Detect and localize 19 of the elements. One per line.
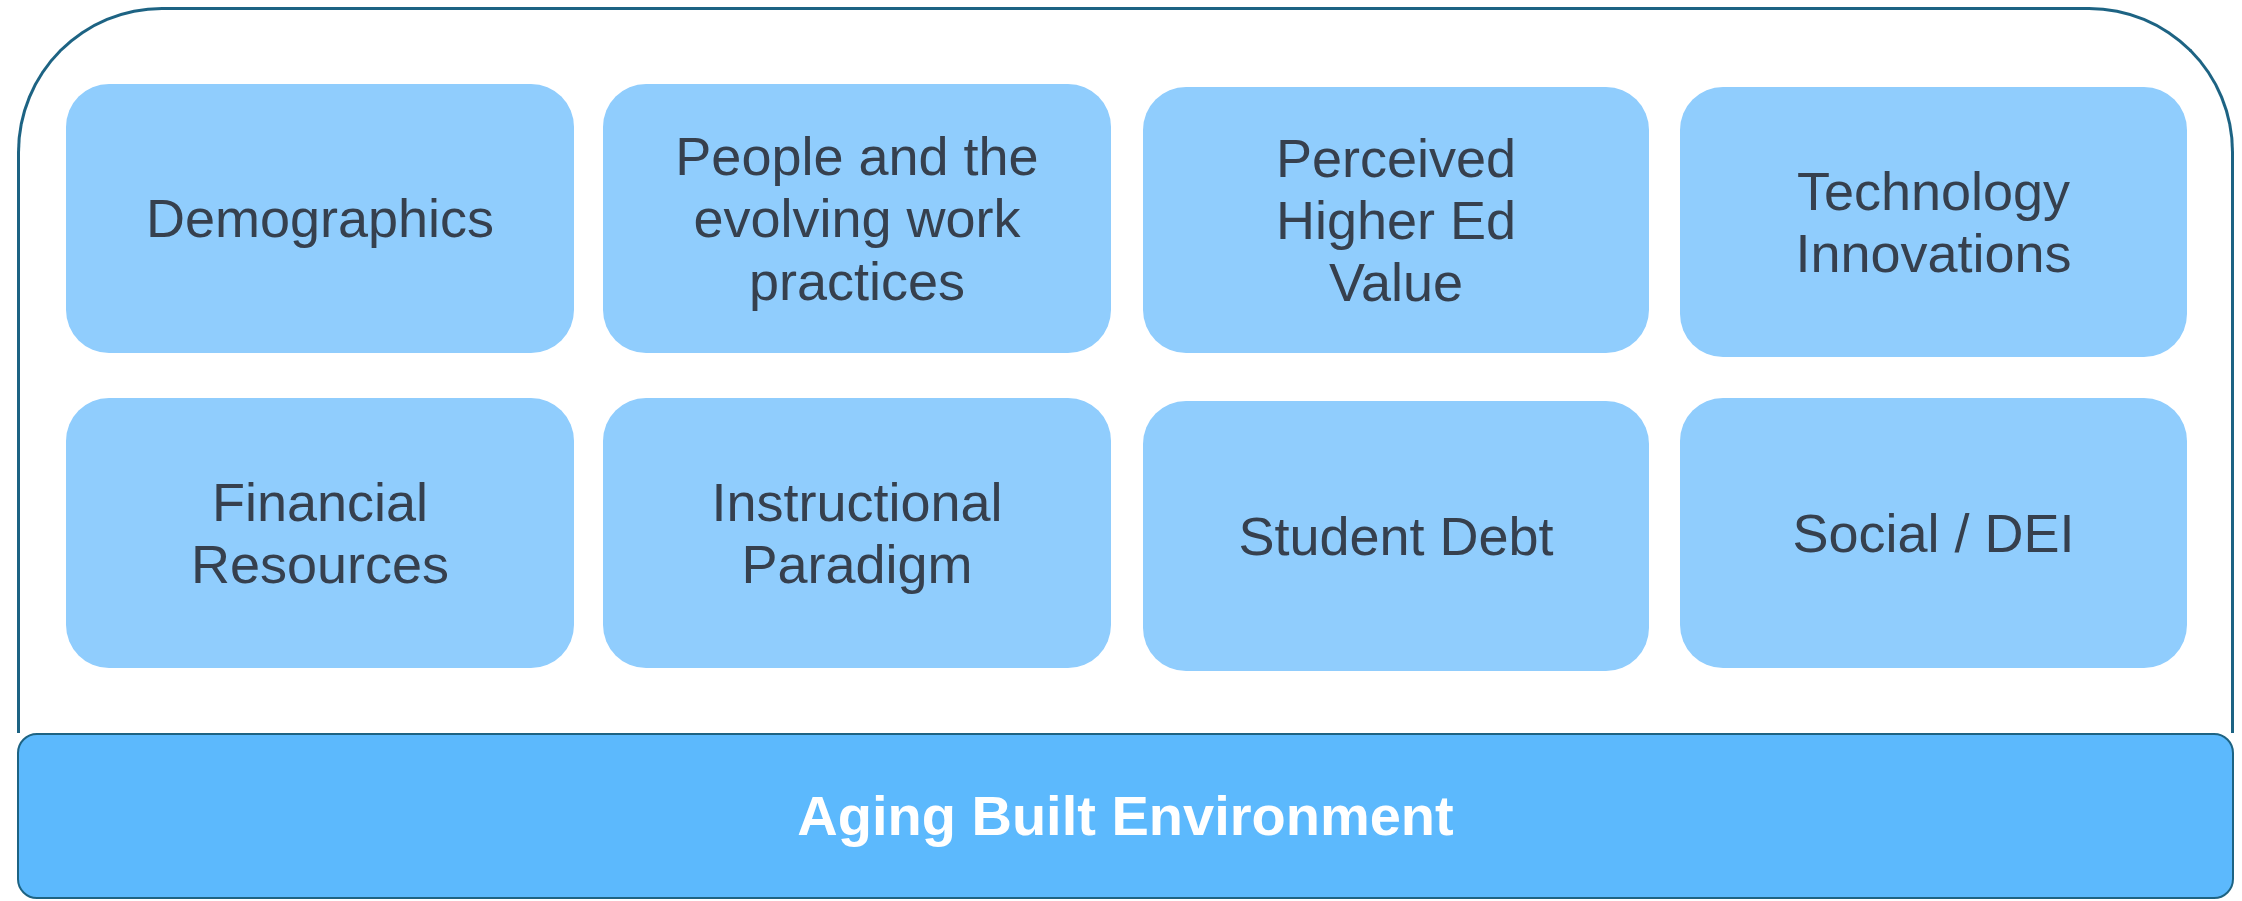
box-label: Demographics <box>145 187 495 250</box>
factor-box <box>1680 87 2187 357</box>
factor-box <box>603 398 1111 668</box>
box-label: Financial Resources <box>189 470 451 596</box>
box-label: Perceived Higher Ed Value <box>1274 126 1518 314</box>
box-label: Student Debt <box>1238 504 1554 568</box>
factor-box <box>1143 401 1649 671</box>
factor-box <box>603 84 1111 353</box>
box-label: People and the evolving work practices <box>674 125 1040 312</box>
box-label: Technology Innovations <box>1794 159 2073 285</box>
factor-box <box>1680 398 2187 668</box>
container-frame <box>17 7 2234 733</box>
factor-box <box>1143 87 1649 353</box>
box-label: Instructional Paradigm <box>710 470 1004 596</box>
factor-box <box>66 398 574 668</box>
band-label: Aging Built Environment <box>797 783 1454 849</box>
base-band <box>17 733 2234 899</box>
box-label: Social / DEI <box>1792 501 2075 565</box>
factor-box <box>66 84 574 353</box>
